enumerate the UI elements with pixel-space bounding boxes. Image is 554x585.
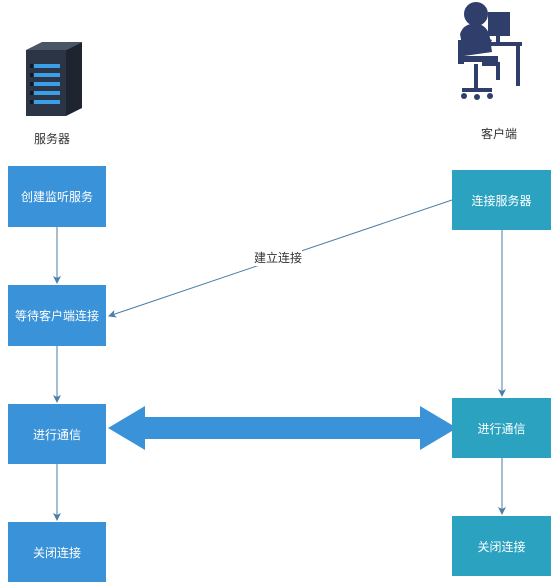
server-icon: [22, 40, 86, 118]
server-step-wait-client: 等待客户端连接: [8, 285, 106, 346]
communication-double-arrow: [108, 406, 457, 450]
server-step-communicate: 进行通信: [8, 404, 106, 464]
connect-edge-label: 建立连接: [254, 249, 303, 266]
server-step-create-listener: 创建监听服务: [8, 166, 106, 227]
client-step-communicate: 进行通信: [452, 398, 551, 458]
user-at-computer-icon: [452, 0, 524, 104]
client-step-connect: 连接服务器: [452, 170, 551, 230]
server-step-close: 关闭连接: [8, 522, 106, 582]
client-label: 客户端: [481, 127, 518, 141]
client-step-close: 关闭连接: [452, 516, 551, 576]
server-label: 服务器: [34, 132, 71, 146]
